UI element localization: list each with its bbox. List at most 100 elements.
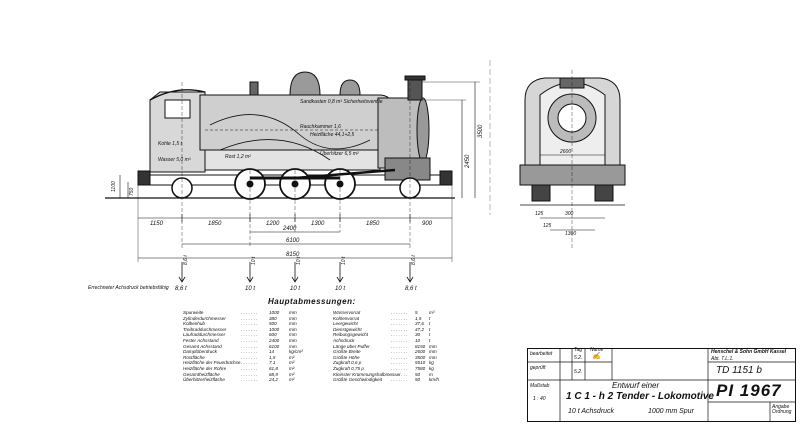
spec-unit: kg [429,366,434,371]
spec-unit: t [429,321,431,327]
spec-leader-dots: . . . . . . . [241,366,258,371]
dim-front-width: 2600 [560,149,572,155]
spec-value: 10 [415,338,421,343]
dim-height-boiler: 2450 [465,154,471,168]
axle-load-arrows [178,262,414,283]
spec-label: Spurweite [183,310,204,315]
dim-900: 900 [422,221,433,227]
spec-unit: m² [289,354,295,360]
spec-leader-dots: . . . . . . . [241,338,258,343]
spec-leader-dots: . . . . . . . [241,377,258,383]
spec-leader-dots: . . . . . . . [241,332,258,338]
spec-value: 47,2 [415,326,424,332]
spec-value: 50 [415,377,421,383]
dim-1300: 1300 [311,221,325,227]
spec-unit: mm [289,310,297,315]
spec-row-right: Kleinster Krümmungshalbmesser . . . . . .… [183,372,479,378]
axle-load-2: 10 t [245,286,256,292]
spec-value: 7580 [415,366,426,371]
dim-overall-length: 8150 [286,252,300,258]
spec-label: Kleinster Krümmungshalbmesser [333,371,401,377]
spec-label: Kolbenhub [183,321,205,327]
spec-value: 7,1 [269,360,276,366]
spec-value: 500 [269,321,277,327]
spec-value: 3500 [415,354,426,360]
spec-leader-dots: . . . . . . . [241,371,258,377]
spec-unit: m [429,371,433,377]
spec-value: 5510 [415,360,426,366]
specs-heading: Hauptabmessungen: [268,297,356,306]
spec-leader-dots: . . . . . . . [391,315,408,321]
spec-value: 1000 [269,310,280,315]
tb-achsdruck: 10 t Achsdruck [568,408,615,415]
dim-height-750: 750 [129,187,135,196]
spec-value: 14 [269,349,275,355]
axle-arrow-label-2: 10 t [251,256,257,265]
dim-1150: 1150 [150,221,163,227]
label-smokebox: Rauchkammer 1,6 [300,124,341,130]
spec-label: Laufraddurchmesser [183,332,226,338]
spec-label: Kohlenvorrat [333,315,360,321]
spec-unit: t [429,338,431,343]
spec-label: Heizfläche der Feuerbüchse [183,360,241,366]
spec-label: Zugkraft 0,6 p [333,360,362,366]
spec-value: 600 [269,332,277,338]
spec-value: 8150 [415,343,426,349]
spec-leader-dots: . . . . . . . [391,332,408,338]
spec-leader-dots: . . . . . . . [391,366,408,371]
spec-unit: mm [289,321,297,327]
spec-unit: t [429,332,431,338]
axle-arrow-label-1: 8,6 t [183,255,189,265]
spec-label: Dienstgewicht [333,326,362,332]
axle-arrow-label-4: 10 t [341,256,347,265]
spec-leader-dots: . . . . . . . [241,310,258,315]
spec-unit: mm [289,343,297,349]
spec-label: Größte Breite [333,349,361,355]
spec-label: Fester Achsstand [183,338,219,343]
spec-label: Dampfüberdruck [183,349,217,355]
spec-leader-dots: . . . . . . . [391,377,408,383]
spec-row-left: Heizfläche der Feuerbüchse. . . . . . .7… [183,360,479,366]
front-view [519,70,626,250]
side-view [105,71,480,262]
spec-leader-dots: . . . . . . . [241,349,258,355]
spec-label: Überhitzerheizfläche [183,377,225,383]
spec-label: Heizfläche der Rohre [183,366,227,371]
spec-leader-dots: . . . . . . . [391,326,408,332]
spec-value: 61,8 [269,366,278,371]
spec-label: Größte Höhe [333,354,360,360]
spec-value: 2600 [415,349,426,355]
spec-leader-dots: . . . . . . . [391,343,408,349]
spec-unit: kg/cm² [289,349,303,355]
spec-value: 2400 [269,338,280,343]
dim-height-1100: 1100 [111,181,117,192]
tb-company: Henschel & Sohn GmbH Kassel [711,349,787,355]
spec-unit: mm [289,315,297,321]
title-block [527,348,796,422]
spec-row-left: Dampfüberdruck . . . . . . . 14 kg/cm² [183,349,479,355]
spec-unit: mm [429,349,437,355]
tb-massstab-value: 1 : 40 [533,396,546,402]
dim-front-125-b: 125 [543,223,552,229]
spec-leader-dots: . . . . . . . [391,354,408,360]
spec-unit: kg [429,360,434,366]
label-sand-dome: Sandkasten 0,8 m³ Sicherheitsventile [300,99,383,105]
label-coal: Kohle 1,5 t [158,141,182,147]
spec-unit: m² [289,371,295,377]
label-water: Wasser 5,0 m³ [158,157,191,163]
spec-unit: m² [289,360,295,366]
tb-company-ref: Abt. T.L.1. [711,356,734,362]
axle-load-5: 8,6 t [405,286,417,292]
